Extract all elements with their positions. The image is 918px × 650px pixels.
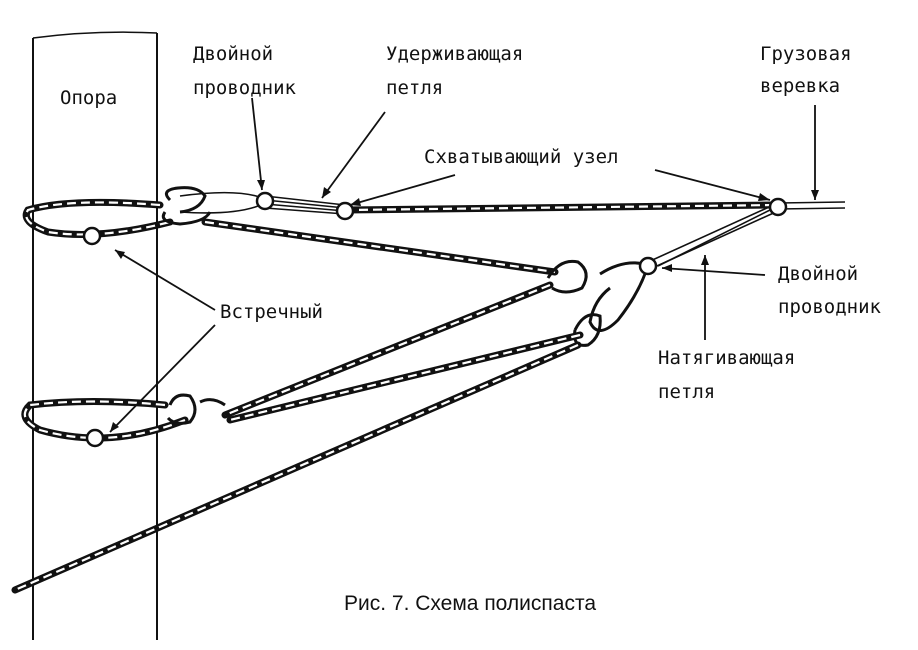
label-double-lead-top-line2: проводник — [193, 77, 296, 99]
double-lead-right-knot — [638, 256, 658, 276]
label-load-rope-line1: Грузовая — [760, 43, 852, 65]
label-counter: Встречный — [220, 301, 323, 323]
double-lead-top-knot — [255, 191, 275, 211]
label-holding-loop-line2: петля — [386, 77, 444, 99]
label-grip-knot: Схватывающий узел — [424, 146, 619, 168]
holding-loop-bundle — [161, 186, 346, 226]
mid-rope — [201, 218, 559, 276]
figure-caption: Рис. 7. Схема полиспаста — [344, 592, 596, 615]
upper-pole-wrap — [22, 198, 174, 238]
label-double-lead-right-line2: проводник — [778, 296, 881, 318]
upper-counter-knot — [82, 226, 102, 246]
label-double-lead-top-line1: Двойной — [193, 43, 274, 65]
tension-loop — [546, 202, 779, 347]
label-tension-loop-line2: петля — [658, 381, 716, 403]
label-load-rope-line2: веревка — [760, 75, 841, 97]
label-tension-loop-line1: Натягивающая — [658, 347, 796, 369]
label-holding-loop-line1: Удерживающая — [386, 43, 524, 65]
grip-knot-left — [335, 201, 355, 221]
label-opora: Опора — [60, 87, 118, 109]
top-rope — [341, 201, 846, 214]
pointers — [109, 97, 819, 433]
pole — [32, 31, 158, 640]
grip-knot-right — [768, 197, 788, 217]
label-double-lead-right-line1: Двойной — [778, 263, 859, 285]
lower-pole-wrap — [21, 398, 189, 442]
lower-counter-knot — [85, 428, 105, 448]
lower-ropes — [11, 281, 584, 594]
